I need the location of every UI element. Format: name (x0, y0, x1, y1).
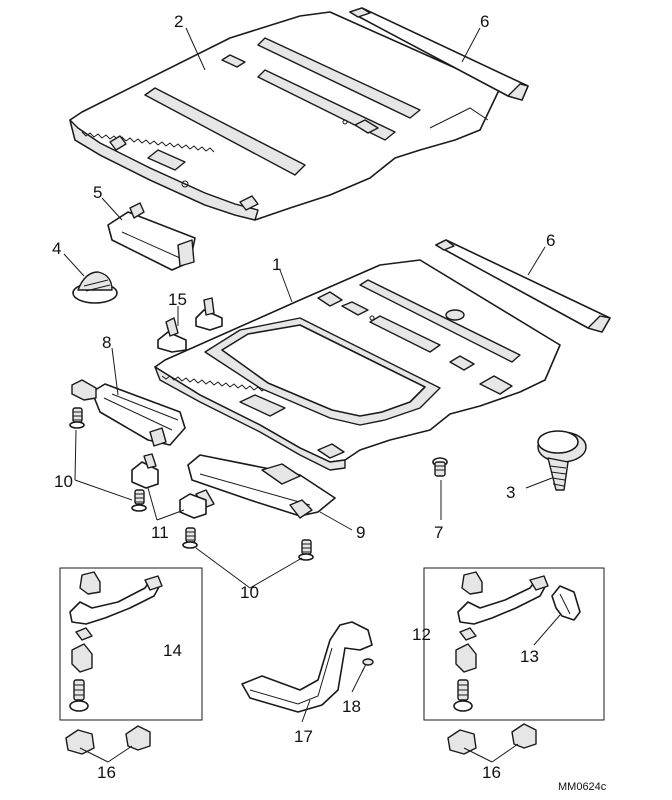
callout-11: 11 (151, 523, 169, 542)
callout-10-left: 10 (54, 472, 73, 491)
end-caps-part-16 (65, 723, 537, 755)
kit-box-14 (59, 567, 203, 721)
screw-10a (69, 407, 85, 429)
callout-15: 15 (168, 290, 187, 309)
callout-13: 13 (520, 647, 539, 666)
callout-16-left: 16 (97, 763, 116, 782)
callout-9: 9 (356, 523, 365, 542)
leader-lines (63, 27, 561, 763)
callout-8: 8 (102, 333, 111, 352)
diagram-reference-code: MM0624c (558, 781, 607, 793)
callout-16-right: 16 (482, 763, 501, 782)
roof-rail-strip-lower (435, 239, 611, 333)
push-fastener (537, 430, 587, 491)
callout-6-upper: 6 (480, 12, 489, 31)
roof-rail-strip-upper (349, 7, 529, 101)
callout-3: 3 (506, 483, 515, 502)
callout-numbers: 2 6 5 4 6 1 15 8 10 11 9 7 3 10 14 12 13… (52, 12, 555, 782)
callout-14: 14 (163, 641, 182, 660)
callout-10-bottom: 10 (240, 583, 259, 602)
kit-box-12 (423, 567, 605, 721)
screw-10b (131, 489, 147, 512)
screws-part-10 (69, 407, 314, 561)
callout-6-lower: 6 (546, 231, 555, 250)
callout-12: 12 (412, 625, 431, 644)
callout-1: 1 (272, 255, 281, 274)
callout-5: 5 (93, 183, 102, 202)
bracket-part-17 (241, 621, 373, 713)
cover-plate (107, 202, 196, 271)
headlining-sunroof (154, 259, 561, 471)
clip-part-7 (432, 457, 448, 477)
callout-4: 4 (52, 239, 61, 258)
screw-10d (298, 539, 314, 561)
screw-part-18 (361, 658, 374, 673)
screw-10c (182, 527, 198, 549)
callout-7: 7 (434, 523, 443, 542)
sun-visor-right (187, 454, 336, 519)
callout-2: 2 (174, 12, 183, 31)
clip-part-4 (72, 271, 118, 304)
headlining-upper (69, 11, 501, 221)
callout-17: 17 (294, 727, 313, 746)
sun-visor-left (71, 379, 186, 447)
callout-18: 18 (342, 697, 361, 716)
